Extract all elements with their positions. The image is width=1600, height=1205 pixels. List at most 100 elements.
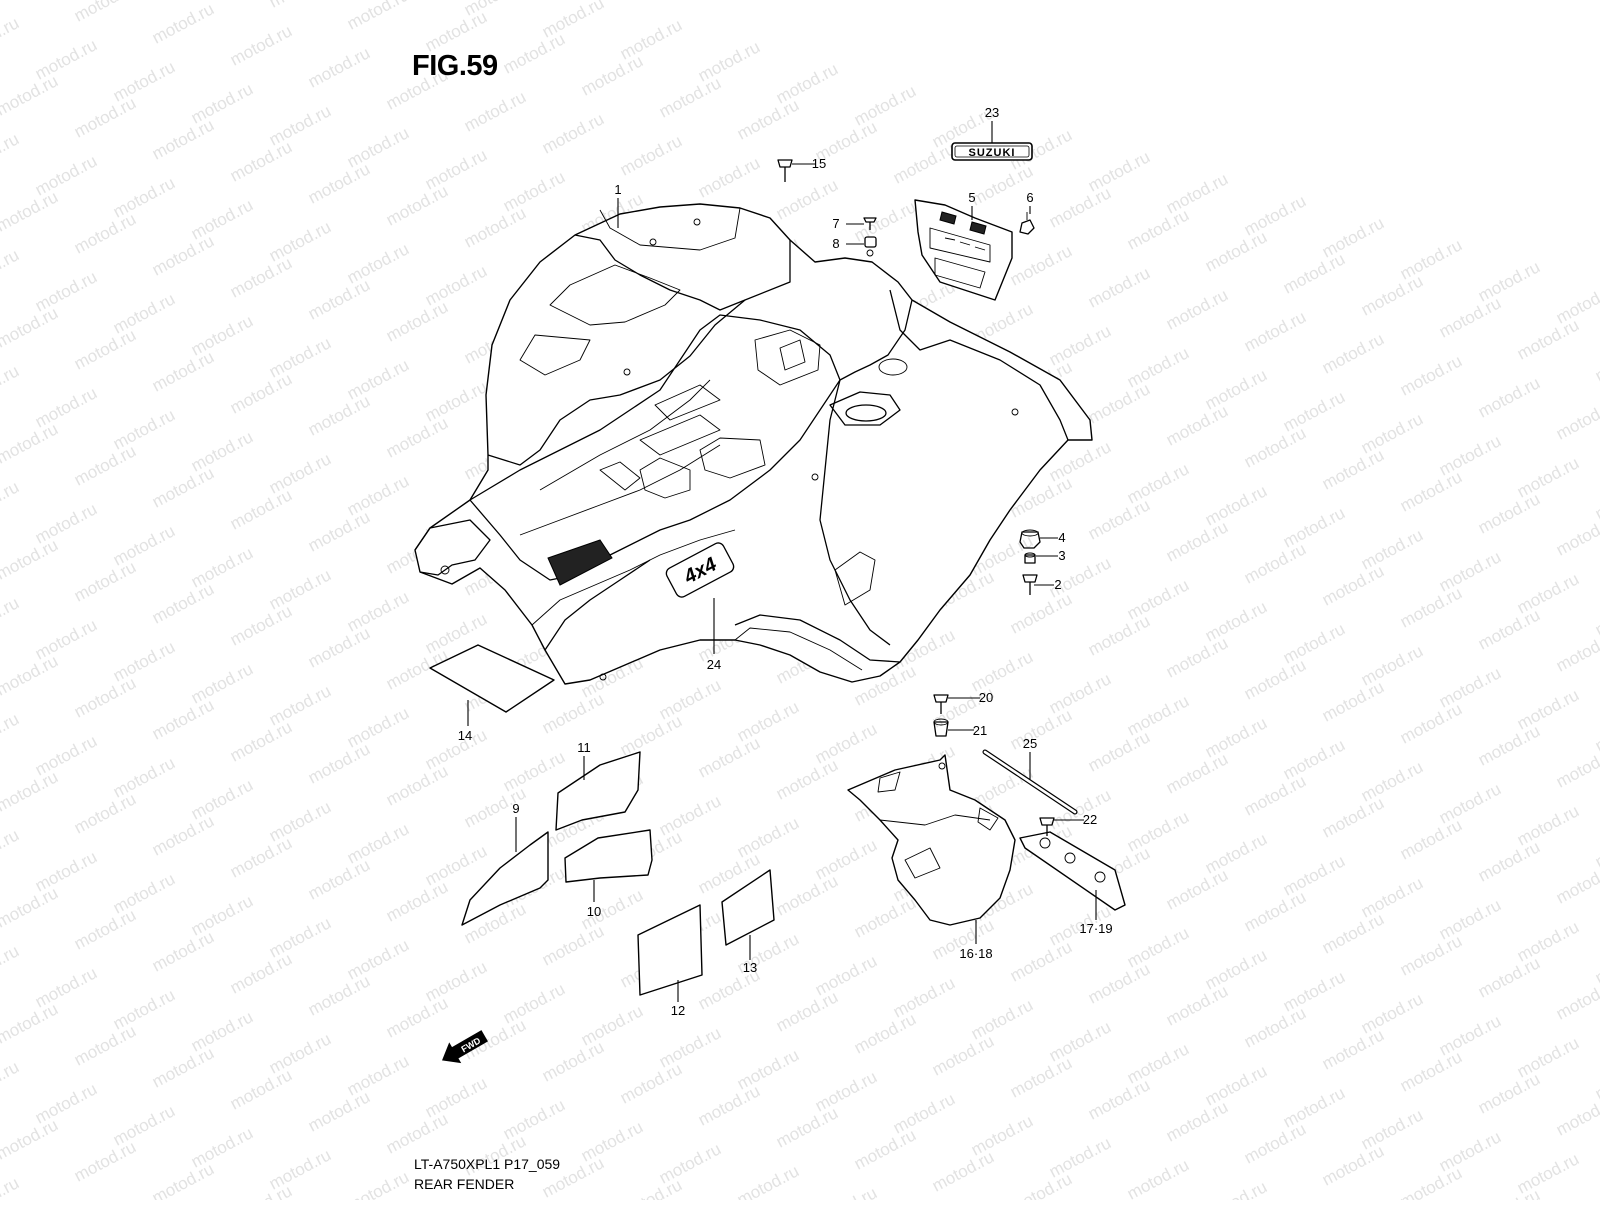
suzuki-emblem[interactable]: SUZUKI (951, 142, 1033, 161)
watermark-text: motod.ru (149, 0, 217, 48)
watermark-text: motod.ru (1553, 1091, 1600, 1139)
mudflap-part-16-18[interactable] (847, 754, 1016, 926)
callout-label-23[interactable]: 23 (985, 105, 999, 120)
bracket-part-17-19[interactable] (1019, 831, 1126, 911)
callout-label-22[interactable]: 22 (1083, 812, 1097, 827)
watermark-text: motod.ru (0, 303, 61, 351)
screw-part-7[interactable] (863, 217, 877, 230)
callout-label-3[interactable]: 3 (1058, 548, 1065, 563)
sheet-part-13[interactable] (721, 869, 775, 946)
watermark-text: motod.ru (0, 129, 22, 177)
watermark-text: motod.ru (149, 695, 217, 743)
watermark-text: motod.ru (1475, 1185, 1543, 1200)
watermark-text: motod.ru (1475, 605, 1543, 653)
watermark-text: motod.ru (1397, 351, 1465, 399)
watermark-text: motod.ru (227, 369, 295, 417)
callout-label-14[interactable]: 14 (458, 728, 472, 743)
callout-label-5[interactable]: 5 (968, 190, 975, 205)
watermark-text: motod.ru (0, 13, 22, 61)
watermark-text: motod.ru (695, 1081, 763, 1129)
watermark-text: motod.ru (1592, 591, 1600, 639)
bolt-part-15[interactable] (777, 159, 793, 182)
callout-label-21[interactable]: 21 (973, 723, 987, 738)
watermark-text: motod.ru (149, 1159, 217, 1200)
screw-part-20[interactable] (933, 694, 949, 714)
watermark-text: motod.ru (227, 485, 295, 533)
sheet-part-14[interactable] (429, 644, 555, 713)
watermark-text: motod.ru (227, 1181, 295, 1200)
callout-label-12[interactable]: 12 (671, 1003, 685, 1018)
watermark-text: motod.ru (1592, 337, 1600, 385)
callout-label-2[interactable]: 2 (1054, 577, 1061, 592)
bolt-part-2[interactable] (1022, 574, 1038, 595)
watermark-text: motod.ru (0, 941, 22, 989)
rear-fender-part[interactable] (414, 203, 1093, 685)
watermark-text: motod.ru (656, 73, 724, 121)
callout-label-6[interactable]: 6 (1026, 190, 1033, 205)
callout-label-1[interactable]: 1 (614, 182, 621, 197)
sheet-part-12[interactable] (637, 904, 703, 996)
watermark-text: motod.ru (773, 871, 841, 919)
model-code: LT-A750XPL1 P17_059 (414, 1156, 561, 1172)
watermark-text: motod.ru (1553, 975, 1600, 1023)
watermark-text: motod.ru (1475, 1069, 1543, 1117)
callout-label-13[interactable]: 13 (743, 960, 757, 975)
watermark-text: motod.ru (617, 131, 685, 179)
watermark-text: motod.ru (1085, 727, 1153, 775)
watermark-text: motod.ru (422, 7, 490, 55)
callout-label-7[interactable]: 7 (832, 216, 839, 231)
watermark-text: motod.ru (1007, 1169, 1075, 1200)
watermark-text: motod.ru (1046, 183, 1114, 231)
sheet-part-11[interactable] (555, 751, 641, 831)
watermark-text: motod.ru (773, 987, 841, 1035)
tail-panel-part[interactable] (914, 199, 1013, 301)
callout-label-25[interactable]: 25 (1023, 736, 1037, 751)
watermark-text: motod.ru (0, 0, 61, 4)
watermark-text: motod.ru (1007, 241, 1075, 289)
watermark-text: motod.ru (1553, 395, 1600, 443)
watermark-text: motod.ru (1241, 887, 1309, 935)
callout-label-15[interactable]: 15 (812, 156, 826, 171)
watermark-text: motod.ru (1241, 307, 1309, 355)
watermark-text: motod.ru (1592, 1171, 1600, 1200)
watermark-text: motod.ru (305, 507, 373, 555)
callout-label-24[interactable]: 24 (707, 657, 721, 672)
callout-label-17-19[interactable]: 17·19 (1079, 921, 1112, 936)
watermark-text: motod.ru (1592, 1055, 1600, 1103)
watermark-text: motod.ru (812, 1183, 880, 1200)
callout-label-4[interactable]: 4 (1058, 530, 1065, 545)
callout-label-20[interactable]: 20 (979, 690, 993, 705)
watermark-text: motod.ru (305, 159, 373, 207)
collar-part-3[interactable] (1024, 552, 1036, 564)
watermark-text: motod.ru (266, 0, 334, 12)
watermark-text: motod.ru (149, 927, 217, 975)
callout-label-11[interactable]: 11 (577, 740, 591, 755)
rod-part-25[interactable] (982, 749, 1078, 815)
callout-label-10[interactable]: 10 (587, 904, 601, 919)
watermark-text: motod.ru (1397, 1163, 1465, 1200)
watermark-text: motod.ru (227, 949, 295, 997)
watermark-text: motod.ru (383, 761, 451, 809)
clip-part-6[interactable] (1019, 212, 1035, 235)
bolt-part-22[interactable] (1039, 817, 1055, 836)
callout-label-16-18[interactable]: 16·18 (959, 946, 992, 961)
callout-label-8[interactable]: 8 (832, 236, 839, 251)
watermark-text: motod.ru (1592, 475, 1600, 523)
watermark-text: motod.ru (149, 1043, 217, 1091)
nut-part-8[interactable] (864, 236, 877, 248)
cushion-part-4[interactable] (1019, 529, 1041, 549)
callout-label-9[interactable]: 9 (512, 801, 519, 816)
watermark-text: motod.ru (149, 347, 217, 395)
watermark-text: motod.ru (227, 833, 295, 881)
watermark-text: motod.ru (227, 601, 295, 649)
sheet-part-9[interactable] (461, 831, 549, 926)
watermark-text: motod.ru (0, 245, 22, 293)
grommet-part-21[interactable] (933, 718, 949, 737)
sheet-part-10[interactable] (564, 829, 653, 883)
watermark-text: motod.ru (0, 709, 22, 757)
watermark-text: motod.ru (1007, 589, 1075, 637)
watermark-text: motod.ru (1241, 423, 1309, 471)
watermark-text: motod.ru (1241, 539, 1309, 587)
